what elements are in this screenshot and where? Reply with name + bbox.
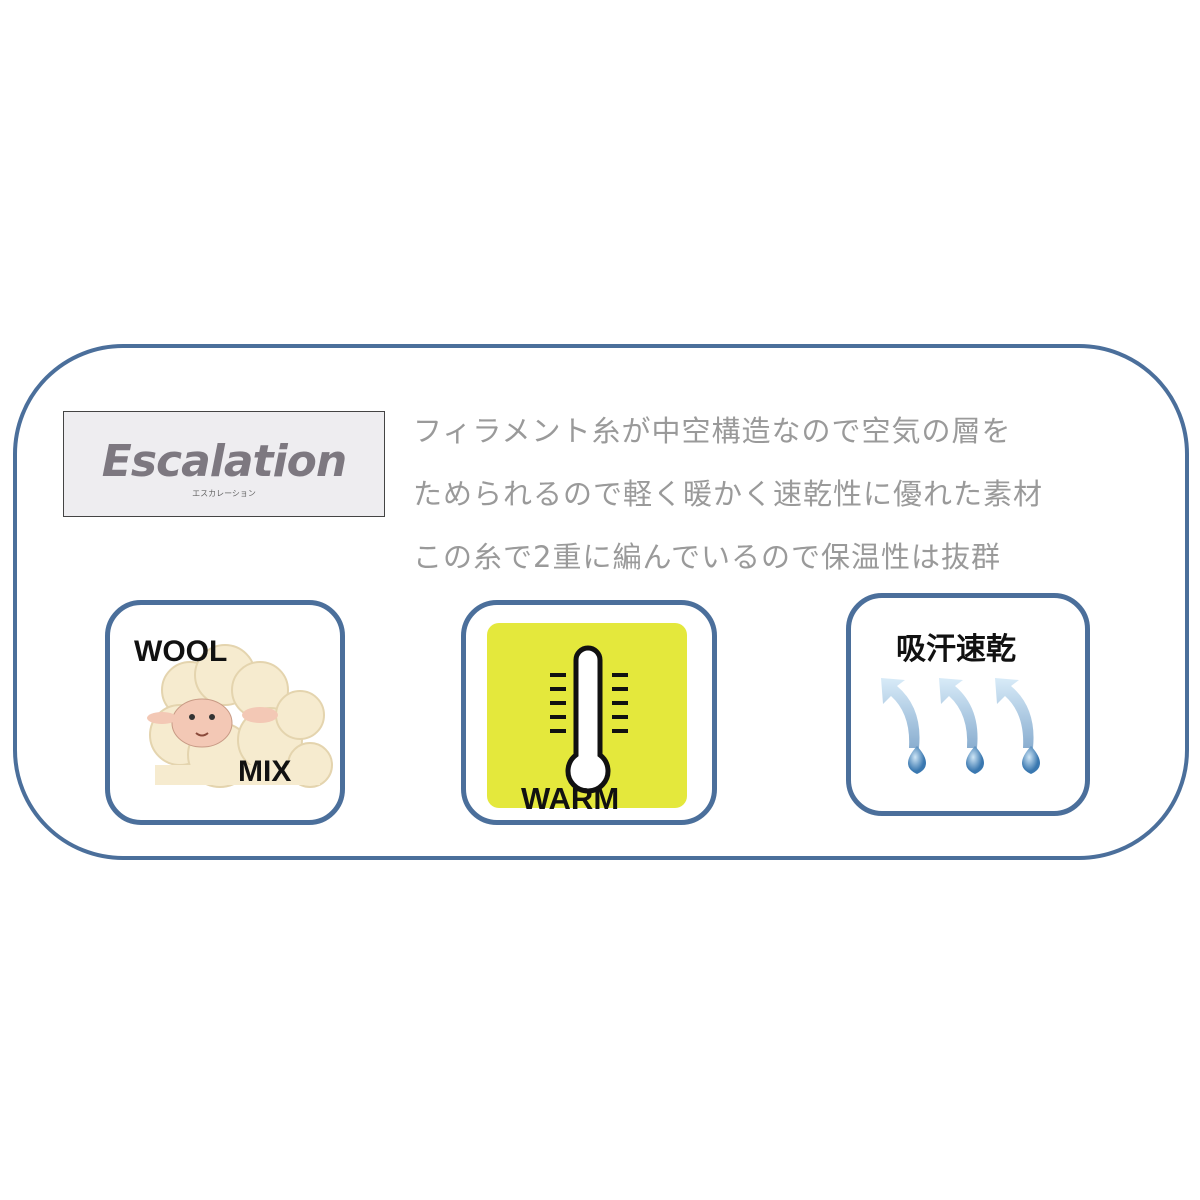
description-line: フィラメント糸が中空構造なので空気の層を — [413, 414, 1012, 448]
quick-dry-card: 吸汗速乾 — [846, 593, 1090, 816]
thermometer-icon — [550, 645, 628, 794]
description-line: ためられるので軽く暖かく速乾性に優れた素材 — [413, 477, 1044, 511]
description-text: フィラメント糸が中空構造なので空気の層を ためられるので軽く暖かく速乾性に優れた… — [413, 400, 1043, 589]
svg-text:エスカレーション: エスカレーション — [192, 489, 256, 498]
warm-label: WARM — [521, 781, 620, 816]
quick-dry-label: 吸汗速乾 — [896, 632, 1016, 667]
sheep-icon — [147, 644, 333, 788]
description-line: この糸で2重に編んでいるので保温性は抜群 — [413, 540, 1002, 574]
water-drops-icon — [881, 678, 1040, 774]
wool-mix-card: WOOL MIX — [105, 600, 345, 825]
wool-label: WOOL — [134, 635, 228, 668]
escalation-logo-mark: Escalation エスカレーション — [102, 436, 347, 498]
warm-card: WARM — [461, 600, 717, 825]
mix-label: MIX — [238, 755, 292, 788]
svg-text:Escalation: Escalation — [102, 436, 346, 487]
escalation-logo: Escalation エスカレーション — [63, 411, 385, 517]
feature-panel — [13, 344, 1189, 860]
